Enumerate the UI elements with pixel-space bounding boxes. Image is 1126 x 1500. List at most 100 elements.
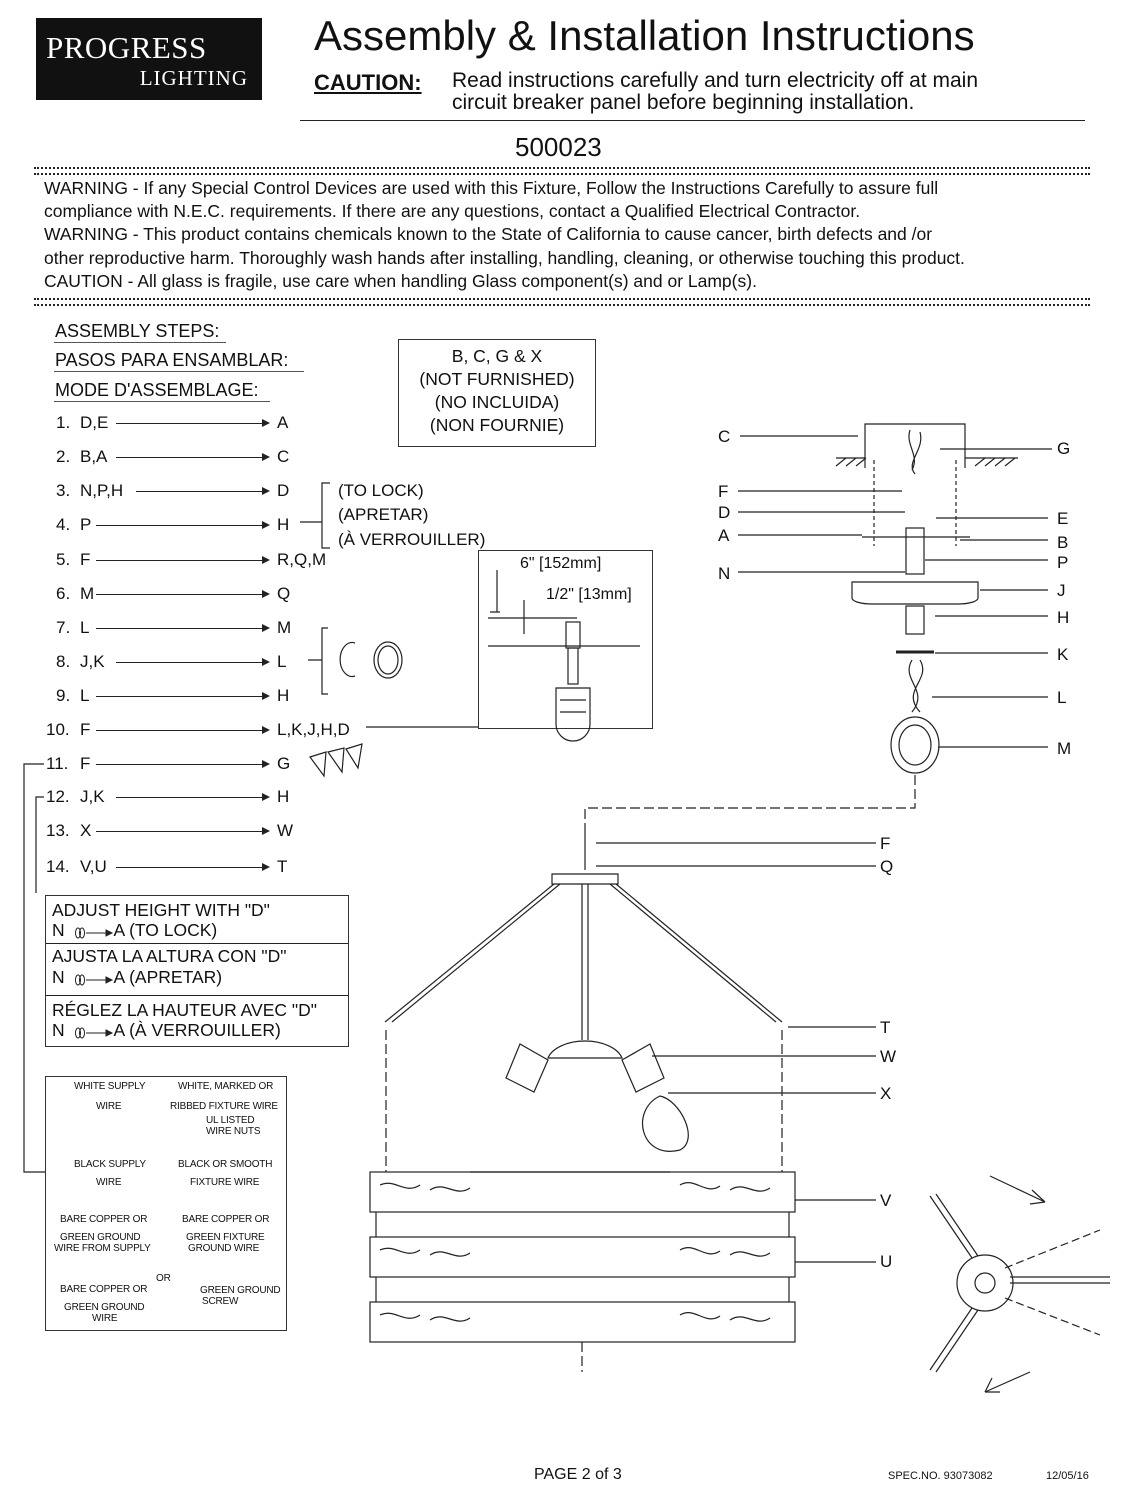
arrow-right-icon	[96, 590, 270, 598]
adjust-es-body: A (APRETAR)	[113, 967, 223, 987]
callout-e: E	[1057, 509, 1069, 528]
warning-line1: WARNING - If any Special Control Devices…	[44, 178, 939, 198]
step-to-part: W	[277, 821, 294, 840]
arrow-right-icon	[136, 487, 270, 495]
nf-line4: (NON FOURNIE)	[429, 415, 565, 435]
wiring-green-supply2: WIRE FROM SUPPLY	[54, 1243, 151, 1254]
step-from-parts: D,E	[80, 413, 109, 432]
n-label: N	[52, 920, 65, 940]
adjust-height-box: ADJUST HEIGHT WITH "D" N A (TO LOCK) AJU…	[45, 895, 349, 1047]
step-number: 7.	[56, 618, 71, 637]
step-from-parts: M	[80, 584, 95, 603]
spec-number: SPEC.NO. 93073082	[888, 1470, 993, 1482]
page-title: Assembly & Installation Instructions	[314, 12, 975, 59]
step-number: 8.	[56, 652, 71, 671]
arrow-right-icon	[96, 556, 270, 564]
callout-p: P	[1057, 553, 1069, 572]
arrow-right-icon	[116, 453, 270, 461]
step-to-part: M	[277, 618, 292, 637]
caution-line2: circuit breaker panel before beginning i…	[452, 91, 915, 114]
wiring-black-supply: BLACK SUPPLY	[74, 1159, 146, 1170]
step-to-part: H	[277, 515, 290, 534]
step-to-part: A	[277, 413, 289, 432]
wiring-green-fixture1: GREEN FIXTURE	[186, 1232, 265, 1243]
step-to-part: C	[277, 447, 290, 466]
box-divider	[46, 995, 348, 996]
step-to-part: D	[277, 481, 290, 500]
step-to-part: Q	[277, 584, 291, 603]
callout-c: C	[718, 427, 731, 446]
wiring-green-ground: GREEN GROUND	[200, 1285, 281, 1296]
nf-line2: (NOT FURNISHED)	[419, 369, 575, 389]
wiring-black-smooth: BLACK OR SMOOTH	[178, 1159, 273, 1170]
step-number: 2.	[56, 447, 71, 466]
step-from-parts: V,U	[80, 857, 107, 876]
step-from-parts: N,P,H	[80, 481, 124, 500]
dimension-6in: 6" [152mm]	[520, 555, 602, 572]
adjust-en-title: ADJUST HEIGHT WITH "D"	[52, 900, 270, 920]
step-to-part: L	[277, 652, 287, 671]
heading-underline	[54, 371, 304, 372]
warning-block: WARNING - If any Special Control Devices…	[44, 177, 1094, 293]
box-divider	[46, 943, 348, 944]
wiring-or: OR	[156, 1273, 171, 1284]
step-from-parts: L	[80, 686, 90, 705]
caution-line1: Read instructions carefully and turn ele…	[452, 69, 979, 92]
wiring-green-fixture2: GROUND WIRE	[188, 1243, 260, 1254]
nut-arrow-icon	[70, 971, 114, 986]
adjust-en-row: N A (TO LOCK)	[52, 920, 217, 941]
step-from-parts: J,K	[80, 787, 105, 806]
step-number: 11.	[46, 754, 69, 773]
heading-underline	[54, 401, 270, 402]
callout-v: V	[880, 1191, 892, 1210]
arrow-right-icon	[96, 760, 270, 768]
nut-arrow-icon	[70, 1024, 114, 1039]
step-number: 3.	[56, 481, 71, 500]
adjust-es-title: AJUSTA LA ALTURA CON "D"	[52, 946, 287, 966]
warning-line2: compliance with N.E.C. requirements. If …	[44, 201, 861, 222]
arrow-right-icon	[96, 692, 270, 700]
step-from-parts: B,A	[80, 447, 108, 466]
adjust-fr-row: N A (À VERROUILLER)	[52, 1020, 281, 1041]
arrow-right-icon	[116, 793, 270, 801]
wiring-bare-copper: BARE COPPER OR	[60, 1214, 148, 1225]
nut-arrow-icon	[70, 924, 114, 939]
callout-g: G	[1057, 439, 1071, 458]
wiring-wire-label: WIRE	[92, 1313, 118, 1324]
wiring-green-ground-wire: GREEN GROUND	[64, 1302, 145, 1313]
callout-w: W	[880, 1047, 897, 1066]
wiring-wire-label: WIRE	[96, 1177, 122, 1188]
nf-line1: B, C, G & X	[451, 346, 543, 366]
callout-k: K	[1057, 645, 1069, 664]
callout-f-bottom: F	[880, 834, 891, 853]
lock-label-en: (TO LOCK)	[338, 481, 424, 500]
step-number: 10.	[46, 720, 70, 739]
arrow-right-icon	[116, 658, 270, 666]
step-to-part: H	[277, 686, 290, 705]
n-label: N	[52, 967, 65, 987]
wiring-ul1: UL LISTED	[206, 1115, 255, 1126]
brand-line1: PROGRESS	[46, 30, 207, 65]
step-to-part: L,K,J,H,D	[277, 720, 350, 739]
callout-h: H	[1057, 608, 1070, 627]
step-to-part: T	[277, 857, 288, 876]
warning-line4: other reproductive harm. Thoroughly wash…	[44, 247, 965, 268]
step-from-parts: F	[80, 720, 91, 739]
step-from-parts: J,K	[80, 652, 105, 671]
step-from-parts: L	[80, 618, 90, 637]
assembly-heading-en-text: ASSEMBLY STEPS:	[55, 321, 220, 341]
wiring-wire-label: WIRE	[96, 1101, 122, 1112]
adjust-fr-title: RÉGLEZ LA HAUTEUR AVEC "D"	[52, 1000, 317, 1020]
adjust-es-row: N A (APRETAR)	[52, 967, 222, 988]
step-from-parts: F	[80, 550, 91, 569]
revision-date: 12/05/16	[1046, 1470, 1089, 1482]
step-number: 4.	[56, 515, 71, 534]
callout-x: X	[880, 1084, 892, 1103]
step-number: 5.	[56, 550, 71, 569]
assembly-heading-en: ASSEMBLY STEPS:	[55, 321, 219, 342]
step-number: 14.	[46, 857, 70, 876]
wiring-bare-copper: BARE COPPER OR	[60, 1284, 148, 1295]
callout-d: D	[718, 503, 731, 522]
warning-line3: WARNING - This product contains chemical…	[44, 224, 933, 245]
